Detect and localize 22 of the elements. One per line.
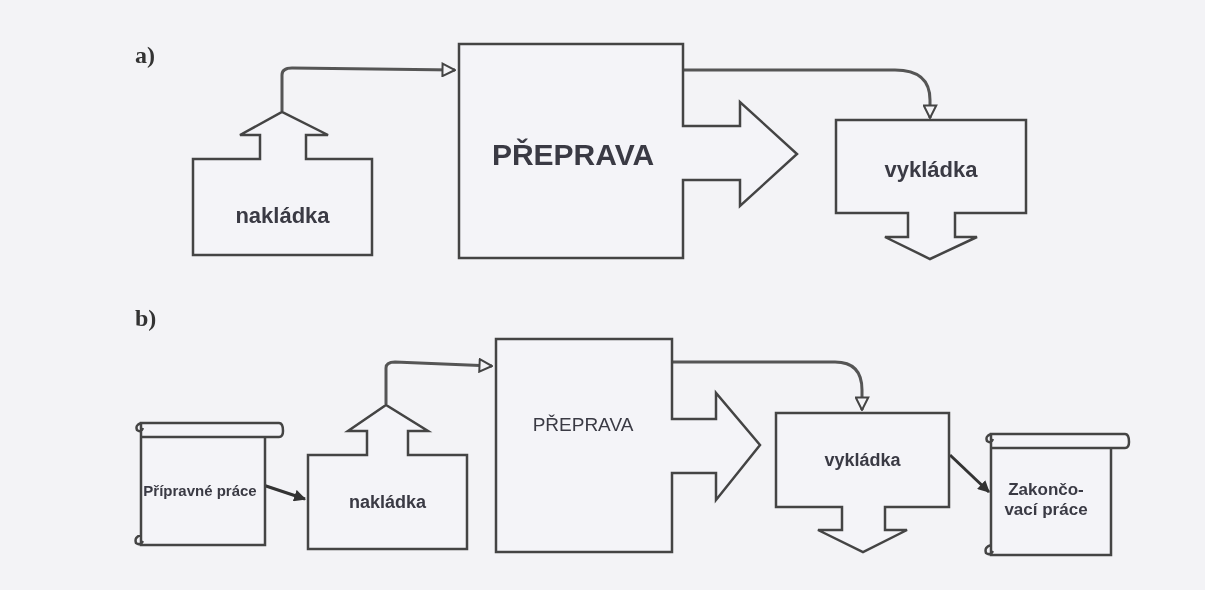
right-arrow-box: [458, 43, 798, 259]
panel-label: a): [135, 42, 155, 69]
node-label: PŘEPRAVA: [531, 413, 635, 437]
node-label: nakládka: [234, 201, 331, 230]
down-arrow-box: [775, 412, 950, 553]
scroll-shape: [983, 430, 1129, 559]
node-label: vykládka: [883, 156, 979, 184]
down-arrow-box: [835, 119, 1027, 260]
scroll-shape: [133, 419, 283, 549]
arrow: [384, 358, 493, 404]
node-label: vykládka: [823, 448, 902, 472]
up-arrow-box: [307, 404, 468, 550]
up-arrow-box: [192, 111, 373, 256]
right-arrow-box: [495, 338, 761, 553]
node-label: nakládka: [347, 491, 427, 514]
arrow: [683, 68, 938, 119]
node-label: Zakončo- vací práce: [1003, 478, 1089, 521]
node-label: Přípravné práce: [142, 480, 258, 501]
panel-label: b): [135, 305, 157, 332]
arrow: [280, 62, 456, 111]
node-label: PŘEPRAVA: [490, 137, 656, 173]
arrow: [672, 360, 870, 411]
